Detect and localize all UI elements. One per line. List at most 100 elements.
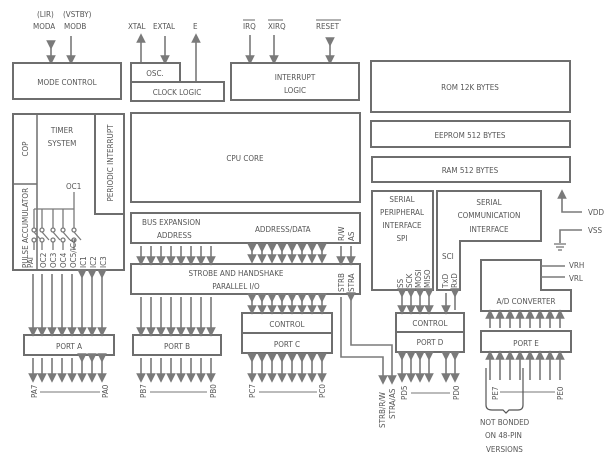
strb-rw-wire: [340, 297, 388, 385]
ss-label: SS: [396, 278, 405, 288]
stra-as-pin-label: STRA/AS: [388, 388, 397, 419]
power-group: VDD VSS: [554, 189, 604, 251]
address-data-label: ADDRESS/DATA: [255, 225, 311, 234]
interrupt-label-1: INTERRUPT: [275, 73, 316, 82]
port-c-control-label: CONTROL: [269, 320, 304, 329]
rom-label: ROM 12K BYTES: [441, 83, 499, 92]
eeprom-label: EEPROM 512 BYTES: [434, 131, 505, 140]
pe7-label: PE7: [491, 387, 500, 400]
pai-label: PAI: [26, 257, 35, 268]
port-c-label: PORT C: [274, 340, 300, 349]
irq-pin-label: IRQ: [243, 22, 256, 31]
vdd-wire: [557, 189, 582, 213]
pa0-label: PA0: [101, 384, 110, 398]
eeprom-box: [370, 120, 571, 148]
port-c-box: [241, 332, 333, 354]
memory-group: ROM 12K BYTES EEPROM 512 BYTES RAM 512 B…: [370, 60, 571, 183]
mode-control-group: (LIR) MODA (VSTBY) MODB MODE CONTROL: [12, 10, 122, 100]
strb-rw-pin-label: STRB/R/W: [378, 392, 387, 428]
sci-label-2: COMMUNICATION: [458, 211, 521, 220]
pulse-accumulator-label: PULSE ACCUMULATOR: [21, 188, 30, 268]
clock-group: XTAL EXTAL E OSC. CLOCK LOGIC: [128, 22, 225, 102]
rom-box: [370, 60, 571, 113]
modb-alt-label: (VSTBY): [63, 10, 92, 19]
strobe-group: STROBE AND HANDSHAKE PARALLEL I/O STRB S…: [130, 263, 361, 295]
vrl-label: VRL: [569, 274, 583, 283]
mode-control-label: MODE CONTROL: [37, 78, 96, 87]
mode-control-box: [12, 62, 122, 100]
sci-label-1: SERIAL: [476, 198, 501, 207]
bus-expansion-box: [130, 212, 361, 244]
pd0-label: PD0: [452, 385, 461, 400]
vdd-label: VDD: [588, 208, 604, 217]
spi-label-2: PERIPHERAL: [380, 208, 424, 217]
spi-label-4: SPI: [396, 234, 407, 243]
pc0-label: PC0: [318, 384, 327, 398]
extal-pin-label: EXTAL: [153, 22, 175, 31]
oc5-ic4-label: OC5/IC4: [69, 238, 78, 268]
strobe-label-1: STROBE AND HANDSHAKE: [189, 269, 284, 278]
osc-label: OSC.: [146, 69, 164, 78]
sck-label: SCK: [405, 273, 414, 288]
port-b-label: PORT B: [164, 342, 190, 351]
xtal-pin-label: XTAL: [128, 22, 146, 31]
port-a-label: PORT A: [56, 342, 82, 351]
note-line-3: VERSIONS: [486, 445, 523, 454]
e-pin-label: E: [193, 22, 198, 31]
pb7-label: PB7: [139, 384, 148, 398]
ic2-label: IC2: [89, 256, 98, 268]
strobe-label-2: PARALLEL I/O: [212, 282, 260, 291]
timer-group: COP PULSE ACCUMULATOR PERIODIC INTERRUPT…: [12, 113, 125, 271]
sci-tag: SCI: [442, 252, 454, 261]
modb-pin-label: MODB: [64, 22, 86, 31]
rxd-label: RxD: [450, 273, 459, 288]
adc-group: A/D CONVERTER VRH VRL: [480, 259, 584, 312]
bus-expansion-label-1: BUS EXPANSION: [142, 218, 200, 227]
port-e-group: PORT E PE7 PE0 NOT BONDED ON 48-PIN VERS…: [480, 330, 572, 454]
timer-title-2: SYSTEM: [48, 139, 77, 148]
interrupt-group: IRQ XIRQ RESET INTERRUPT LOGIC: [230, 19, 360, 101]
pe0-label: PE0: [556, 386, 565, 400]
port-b-group: PORT B PB7 PB0: [132, 334, 222, 398]
reset-pin-label: RESET: [316, 22, 340, 31]
ic3-label: IC3: [99, 256, 108, 268]
bus-expansion-label-2: ADDRESS: [157, 231, 192, 240]
ram-box: [371, 156, 571, 183]
spi-label-3: INTERFACE: [382, 221, 422, 230]
timer-title-1: TIMER: [50, 126, 73, 135]
mosi-label: MOSI: [414, 269, 423, 288]
cpu-group: CPU CORE: [130, 112, 361, 203]
cpu-core-box: [130, 112, 361, 203]
port-d-control-label: CONTROL: [412, 319, 447, 328]
xirq-pin-label: XIRQ: [268, 22, 286, 31]
pb0-label: PB0: [209, 384, 218, 398]
note-line-1: NOT BONDED: [480, 418, 530, 427]
pd5-label: PD5: [400, 386, 409, 400]
periodic-interrupt-label: PERIODIC INTERRUPT: [106, 124, 115, 202]
oc4-label: OC4: [59, 252, 68, 268]
ic1-label: IC1: [79, 256, 88, 268]
port-e-label: PORT E: [513, 339, 539, 348]
cpu-core-label: CPU CORE: [226, 154, 264, 163]
sci-label-3: INTERFACE: [469, 225, 509, 234]
stra-label: STRA: [347, 273, 356, 292]
port-d-group: CONTROL PORT D PD5 PD0 STRB/R/W STRA/AS: [378, 312, 465, 428]
txd-label: TxD: [441, 273, 450, 289]
vrh-label: VRH: [569, 261, 584, 270]
vss-label: VSS: [588, 226, 602, 235]
clock-logic-box: [130, 81, 225, 102]
moda-pin-label: MODA: [33, 22, 55, 31]
ram-label: RAM 512 BYTES: [442, 166, 499, 175]
bus-wires: [28, 243, 565, 385]
oc3-label: OC3: [49, 253, 58, 268]
interrupt-logic-box: [230, 62, 360, 101]
oc2-label: OC2: [39, 253, 48, 268]
moda-alt-label: (LIR): [37, 10, 54, 19]
interrupt-label-2: LOGIC: [284, 86, 306, 95]
pc7-label: PC7: [248, 384, 257, 398]
port-d-label: PORT D: [417, 338, 444, 347]
periodic-interrupt-box: [94, 113, 125, 215]
adc-box: [480, 259, 572, 312]
spi-label-1: SERIAL: [389, 195, 414, 204]
